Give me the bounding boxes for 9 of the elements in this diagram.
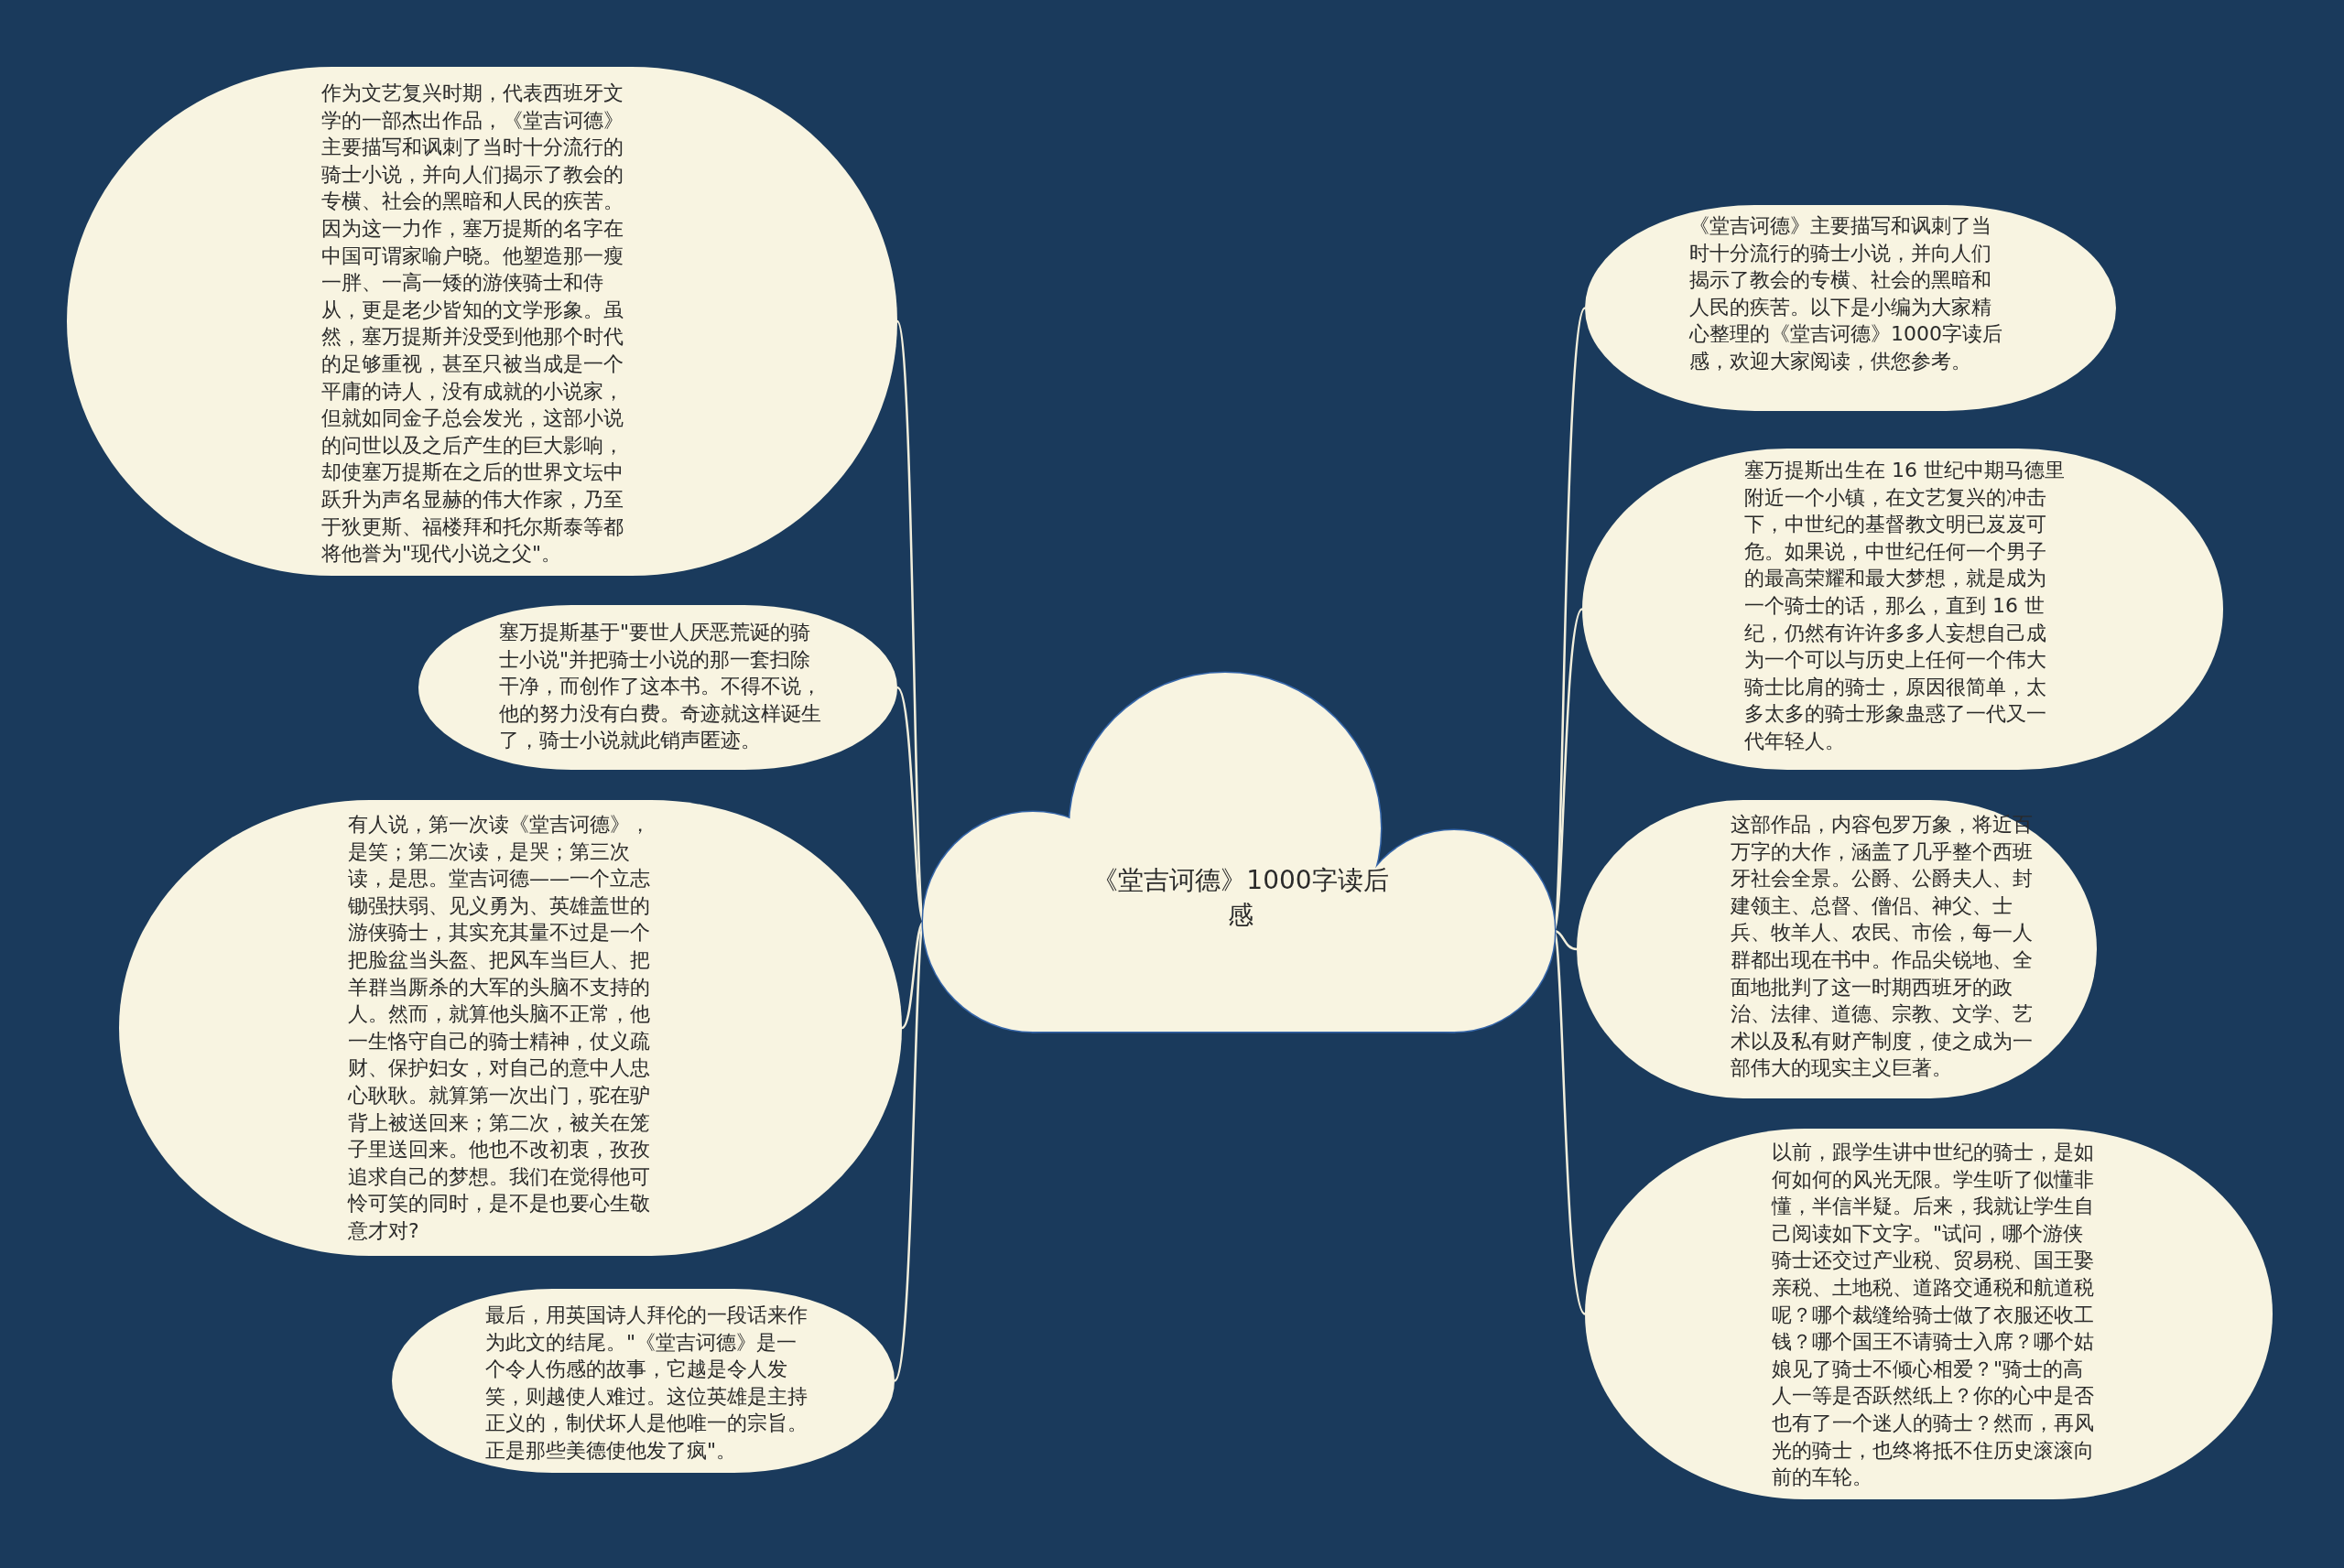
- title-text: 《堂吉诃德》1000字读后感: [1091, 864, 1390, 932]
- paragraph: 有人说，第一次读《堂吉诃德》，是笑；第二次读，是哭；第三次读，是思。堂吉诃德——一个立志锄强扶弱、见义勇为、英雄盖世的游侠骑士，其实充其量不过是一个把脸盆当头盔、把风车当巨人、把羊群当厮杀的大军的头脑不支持的人。然而，就算他头脑不正常，他一生恪守自己的骑士精神，仗义疏财、保护妇女，对自己的意中人忠心耿耿。就算第一次出门，驼在驴背上被送回来；第二次，被关在笼子里送回来。他也不改初衷，孜孜追求自己的梦想。我们在觉得他可怜可笑的同时，是不是也要心生敬意才对?: [348, 812, 651, 1244]
- paragraph: 以前，跟学生讲中世纪的骑士，是如何如何的风光无限。学生听了似懂非懂，半信半疑。后来，我就让学生自己阅读如下文字。"试问，哪个游侠骑士还交过产业税、贸易税、国王娶亲税、土地税、道路交通税和航道税呢？哪个裁缝给骑士做了衣服还收工钱？哪个国王不请骑士入席？哪个姑娘见了骑士不倾心相爱？"骑士的高人一等是否跃然纸上？你的心中是否也有了一个迷人的骑士？然而，再风光的骑士，也终将抵不住历史滚滚向前的车轮。: [1772, 1140, 2095, 1491]
- paragraph: 塞万提斯基于"要世人厌恶荒诞的骑士小说"并把骑士小说的那一套扫除干净，而创作了这本书。不得不说，他的努力没有白费。奇迹就这样诞生了，骑士小说就此销声匿迹。: [499, 620, 822, 754]
- paragraph: 塞万提斯出生在 16 世纪中期马德里附近一个小镇，在文艺复兴的冲击下，中世纪的基督教文明已岌岌可危。如果说，中世纪任何一个男子的最高荣耀和最大梦想，就是成为一个骑士的话，那么，直到 16 世纪，仍然有许许多多人妄想自己成为一个可以与历史上任何一个伟大骑士比肩的骑士，原因很简单，太多太多的骑士形象蛊惑了一代又一代年轻人。: [1744, 458, 2065, 754]
- paragraph: 《堂吉诃德》主要描写和讽刺了当时十分流行的骑士小说，并向人们揭示了教会的专横、社会的黑暗和人民的疾苦。以下是小编为大家精心整理的《堂吉诃德》1000字读后感，欢迎大家阅读，供您参考。: [1689, 213, 2003, 374]
- paragraph: 作为文艺复兴时期，代表西班牙文学的一部杰出作品，《堂吉诃德》主要描写和讽刺了当时十分流行的骑士小说，并向人们揭示了教会的专横、社会的黑暗和人民的疾苦。因为这一力作，塞万提斯的名字在中国可谓家喻户晓。他塑造那一瘦一胖、一高一矮的游侠骑士和侍从，更是老少皆知的文学形象。虽然，塞万提斯并没受到他那个时代的足够重视，甚至只被当成是一个平庸的诗人，没有成就的小说家，但就如同金子总会发光，这部小说的问世以及之后产生的巨大影响，却使塞万提斯在之后的世界文坛中跃升为声名显赫的伟大作家，乃至于狄更斯、福楼拜和托尔斯泰等都将他誉为"现代小说之父"。: [321, 81, 624, 568]
- paragraph: 这部作品，内容包罗万象，将近百万字的大作，涵盖了几乎整个西班牙社会全景。公爵、公爵夫人、封建领主、总督、僧侣、神父、士兵、牧羊人、农民、市侩，每一人群都出现在书中。作品尖锐地、全面地批判了这一时期西班牙的政治、法律、道德、宗教、文学、艺术以及私有财产制度，使之成为一部伟大的现实主义巨著。: [1731, 812, 2034, 1082]
- paragraph: 最后，用英国诗人拜伦的一段话来作为此文的结尾。"《堂吉诃德》是一个令人伤感的故事，它越是令人发笑，则越使人难过。这位英雄是主持正义的，制伏坏人是他唯一的宗旨。正是那些美德使他发了疯"。: [485, 1303, 808, 1464]
